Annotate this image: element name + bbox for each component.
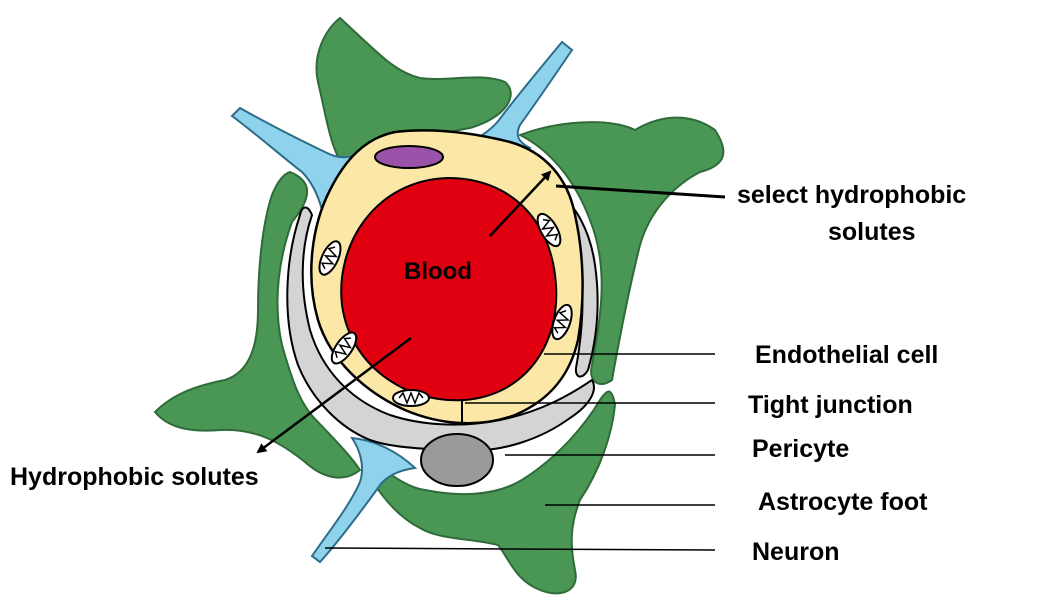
label-tight-junction: Tight junction [748,391,913,419]
pericyte-nucleus [421,434,493,486]
label-select-line2: solutes [828,218,916,246]
label-select-line1: select hydrophobic [737,181,966,209]
label-astrocyte-foot: Astrocyte foot [758,488,928,516]
mitochondrion-bottom [393,390,429,406]
label-blood: Blood [404,258,472,285]
leader-neuron [325,548,715,550]
label-pericyte: Pericyte [752,435,849,463]
label-hydrophobic-solutes: Hydrophobic solutes [10,463,259,491]
vesicle [375,146,443,168]
label-neuron: Neuron [752,538,840,566]
label-endothelial-cell: Endothelial cell [755,341,938,369]
